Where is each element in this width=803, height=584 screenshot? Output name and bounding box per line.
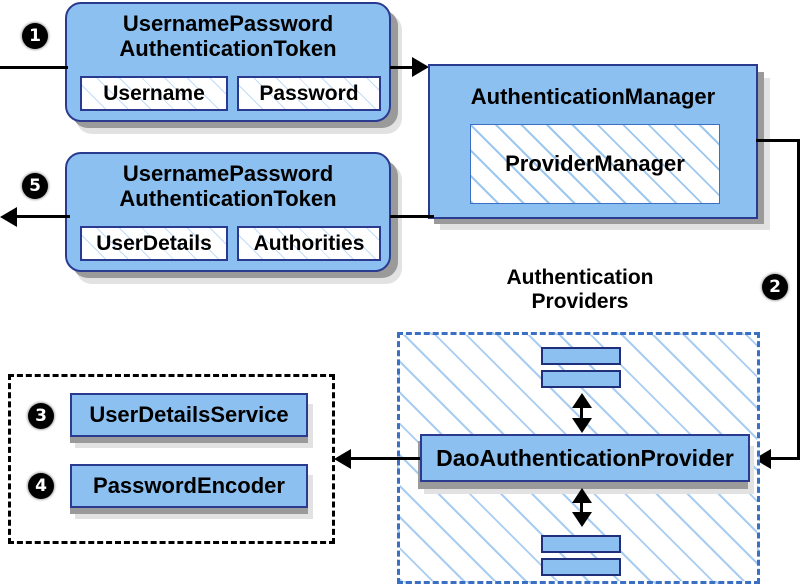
provider-link-top-arrow-down-icon [572, 418, 592, 433]
badge-step-4: 4 [28, 473, 54, 499]
request-token-title-line2: AuthenticationToken [119, 36, 337, 61]
request-token-title-line1: UsernamePassword [122, 11, 334, 36]
manager-right-line [756, 139, 800, 142]
request-token-card[interactable]: UsernamePassword AuthenticationToken Use… [65, 2, 391, 122]
request-to-manager-line [390, 66, 426, 69]
badge-step-1: 1 [22, 23, 48, 49]
password-encoder-box[interactable]: PasswordEncoder [70, 464, 308, 508]
provider-manager-box[interactable]: ProviderManager [470, 124, 720, 204]
provider-to-beans-arrow-icon [334, 449, 351, 469]
manager-to-provider-line [770, 457, 800, 460]
request-token-field-password: Password [237, 76, 381, 111]
response-token-field-authorities: Authorities [237, 226, 381, 261]
providers-section-label-line1: Authentication [506, 266, 654, 289]
provider-placeholder-bar-top-1 [541, 347, 621, 365]
providers-section-label-line2: Providers [531, 290, 629, 313]
provider-to-beans-line [350, 457, 420, 460]
manager-down-line [797, 139, 800, 459]
badge-step-2: 2 [762, 274, 788, 300]
provider-placeholder-bar-bottom-2 [541, 558, 621, 576]
provider-link-top-line [580, 400, 583, 422]
authentication-manager-box[interactable]: AuthenticationManager ProviderManager [428, 64, 758, 219]
response-out-line [14, 215, 70, 218]
response-token-field-userdetails: UserDetails [80, 226, 228, 261]
authentication-manager-title: AuthenticationManager [470, 84, 716, 109]
dao-authentication-provider-box[interactable]: DaoAuthenticationProvider [420, 434, 750, 482]
provider-placeholder-bar-bottom-1 [541, 535, 621, 553]
provider-link-bottom-arrow-down-icon [572, 512, 592, 527]
response-out-arrow-icon [0, 207, 17, 227]
user-details-service-box[interactable]: UserDetailsService [70, 393, 308, 437]
provider-link-bottom-line [580, 495, 583, 515]
request-to-manager-arrow-icon [412, 57, 429, 77]
request-token-field-username: Username [80, 76, 228, 111]
response-token-title-line2: AuthenticationToken [119, 186, 337, 211]
incoming-request-line [0, 66, 68, 69]
badge-step-3: 3 [28, 403, 54, 429]
manager-to-response-line [390, 215, 434, 218]
provider-placeholder-bar-top-2 [541, 370, 621, 388]
response-token-card[interactable]: UsernamePassword AuthenticationToken Use… [65, 152, 391, 272]
response-token-title-line1: UsernamePassword [122, 161, 334, 186]
badge-step-5: 5 [22, 173, 48, 199]
